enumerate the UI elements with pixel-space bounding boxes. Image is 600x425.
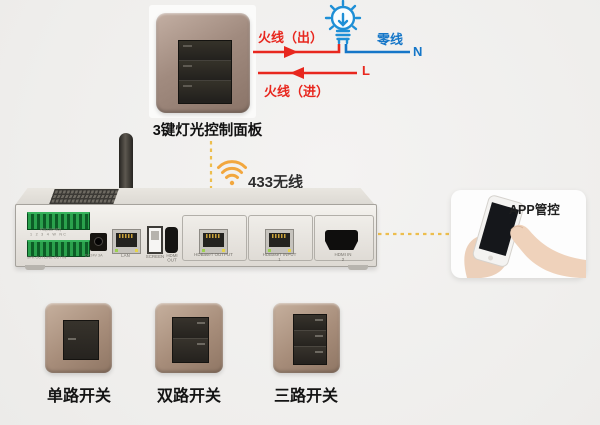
hdmi-in-port	[325, 230, 358, 250]
switch-single	[45, 303, 112, 373]
switch-single-button	[64, 321, 98, 359]
app-control-card	[451, 190, 586, 278]
led-green	[268, 249, 271, 252]
switch-double-label: 双路开关	[156, 388, 221, 405]
wifi-icon	[217, 160, 247, 186]
live-in-label: 火线（进）	[264, 84, 330, 99]
dc-jack-hole	[94, 237, 103, 246]
switch-double-button-area	[172, 317, 209, 363]
rj45-pins	[272, 234, 287, 238]
switch-triple-label: 三路开关	[273, 388, 338, 405]
usb-tongue	[151, 231, 159, 240]
device-foot-right	[348, 265, 368, 270]
audio-ports-label: SPK OUT LINE OUT IN	[27, 256, 67, 260]
panel-3key-label: 3键灯光控制面板	[152, 123, 263, 139]
switch-single-label: 单路开关	[46, 388, 111, 405]
hdbaset-output-label: HDBaseT OUTPUT	[194, 253, 233, 258]
screen-port-label: SCREEN	[145, 255, 165, 260]
hdmi-in-number: 2	[341, 258, 345, 263]
switch-triple-button-area	[293, 314, 327, 365]
live-in-arrow	[290, 67, 304, 79]
live-out-label: 火线（出）	[258, 30, 324, 45]
usb-screen-port	[147, 226, 163, 254]
panel-3key-button-3	[179, 81, 231, 100]
hdbaset-input-number: 1	[278, 258, 281, 263]
switch-triple-button-3	[294, 347, 326, 363]
vent-grille	[49, 189, 119, 204]
terminal-block-audio	[27, 240, 90, 257]
switch-double-button-1	[173, 318, 208, 339]
finger-line	[510, 225, 524, 231]
led-yellow	[288, 249, 291, 252]
rs485-label: RS(232/485)	[40, 228, 62, 232]
hdmi-out-port	[165, 227, 178, 253]
button-mark	[183, 85, 192, 87]
switch-double-button-2	[173, 339, 208, 360]
light-bulb-icon	[324, 0, 362, 45]
rs485-pin-numbers: 1 2 3 4 W NC	[30, 233, 68, 237]
hdmi-in-section	[314, 215, 374, 261]
app-control-label: APP管控	[509, 203, 560, 217]
button-mark	[68, 338, 76, 340]
phone	[472, 195, 524, 267]
hdmi-out-label: HDMI OUT	[166, 254, 178, 264]
button-mark	[315, 319, 323, 321]
switch-single-button-area	[63, 320, 99, 360]
terminal-l-label: L	[362, 63, 370, 78]
button-mark	[183, 45, 192, 47]
terminal-block-rs485	[27, 212, 90, 230]
pointing-hand	[510, 224, 586, 278]
rj45-pins	[206, 234, 221, 238]
hdbaset-input-section	[248, 215, 313, 261]
wireless-433-label: 433无线	[248, 174, 304, 191]
button-mark	[183, 65, 192, 67]
switch-double	[155, 303, 223, 373]
live-out-arrow	[284, 46, 298, 58]
led-green	[202, 249, 205, 252]
neutral-label: 零线	[377, 32, 404, 47]
hdbaset-input-label: HDBaseT INPUT	[262, 253, 297, 258]
led-yellow	[135, 249, 138, 252]
led-yellow	[222, 249, 225, 252]
phone-in-hand-illustration	[464, 195, 586, 278]
button-mark	[315, 351, 323, 353]
lan-port	[112, 229, 141, 254]
hdbaset-output-port	[199, 229, 228, 254]
hdbaset-output-section	[182, 215, 247, 261]
switch-triple-button-2	[294, 331, 326, 347]
button-mark	[197, 343, 205, 345]
switch-triple-button-1	[294, 315, 326, 331]
rj45-pins	[119, 234, 134, 238]
dc-power-label: DC24V 3A	[85, 254, 103, 258]
panel-3key-button-1	[179, 41, 231, 61]
dc-power-jack	[90, 233, 107, 251]
led-green	[115, 249, 118, 252]
device-foot-left	[25, 265, 45, 270]
button-mark	[315, 335, 323, 337]
hdmi-in-label: HDMI IN	[334, 253, 352, 258]
lan-label: LAN	[121, 254, 130, 259]
panel-3key-button-area	[178, 40, 232, 104]
light-control-panel-3key	[156, 13, 250, 113]
panel-3key-button-2	[179, 61, 231, 81]
hdbaset-input-port	[265, 229, 294, 254]
switch-triple	[273, 303, 340, 373]
terminal-n-label: N	[413, 44, 423, 59]
button-mark	[197, 322, 205, 324]
